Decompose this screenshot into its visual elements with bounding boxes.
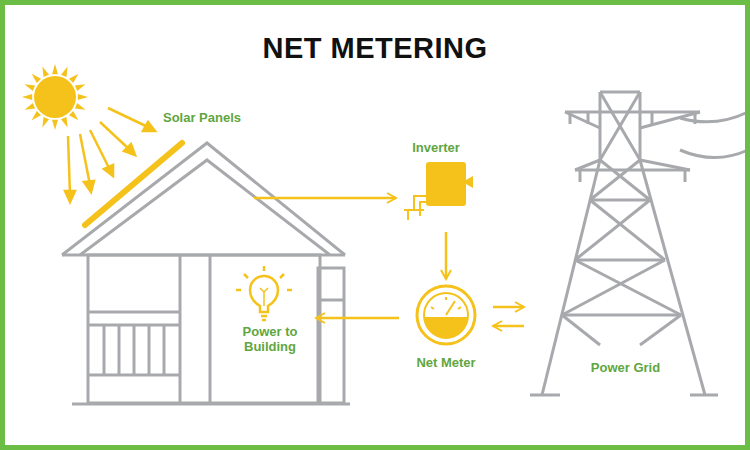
transmission-tower: [530, 92, 748, 395]
flow-arrow: [254, 197, 396, 200]
flow-arrow: [493, 306, 524, 309]
node-label: Net Meter: [416, 355, 475, 370]
diagram-title: NET METERING: [0, 32, 750, 65]
node-label: Power Grid: [588, 359, 663, 376]
sun-rays: [65, 108, 155, 202]
sun: [22, 64, 88, 130]
solar-panel-node: Solar Panels: [80, 105, 250, 230]
net-meter-node: Net Meter: [403, 283, 489, 379]
flow-arrow: [445, 232, 448, 279]
flow-arrow: [493, 325, 524, 328]
node-label: Inverter: [412, 140, 460, 155]
node-label: Solar Panels: [163, 110, 241, 125]
power-grid-node: Power Grid: [528, 85, 723, 400]
flow-arrow: [316, 317, 399, 320]
house: [62, 143, 350, 404]
inverter-node: Inverter: [400, 136, 472, 228]
node-label: Power to Building: [235, 324, 305, 354]
light-bulb-node: Power to Building: [228, 262, 312, 362]
